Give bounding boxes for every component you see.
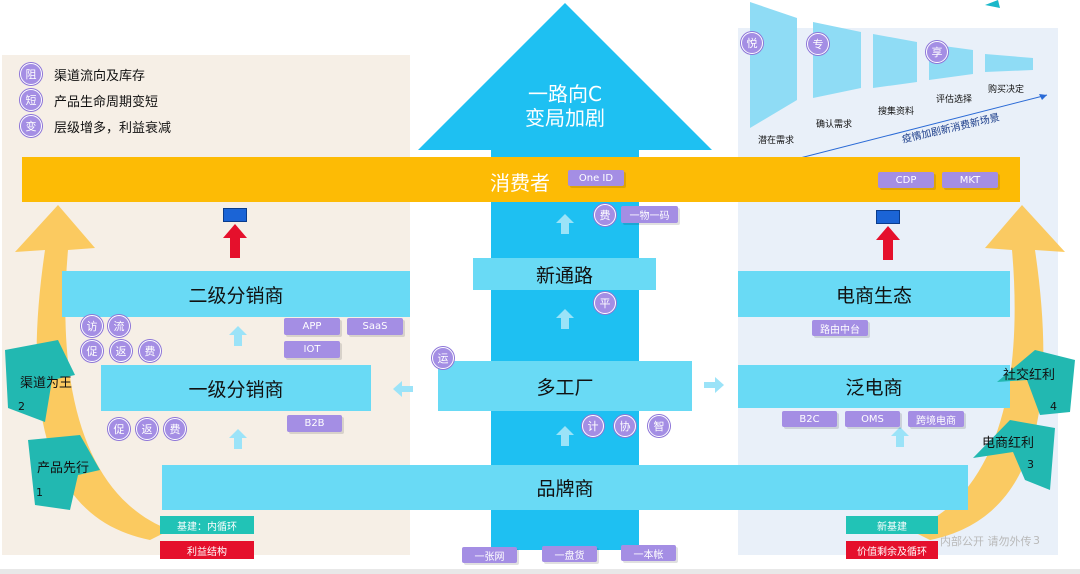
- factory-icon: 智: [648, 415, 670, 437]
- code-tag: 一物一码: [621, 206, 678, 223]
- main-arrow-line1: 一路向C: [528, 82, 602, 106]
- funnel-stage: 购买决定: [988, 85, 1025, 95]
- ecom-ecosystem-box: 电商生态: [738, 271, 1010, 317]
- right-up-arrow: [891, 427, 909, 447]
- app-tag: APP: [284, 318, 340, 335]
- funnel-stage: 评估选择: [936, 95, 973, 105]
- side-number: 1: [36, 486, 43, 499]
- center-up-arrow-2: [556, 309, 574, 329]
- left-blue-square: [223, 208, 247, 222]
- flow-icon: 流: [108, 315, 130, 337]
- infra-tag: 基建：内循环: [160, 516, 254, 534]
- side-label-social: 社交红利: [1003, 368, 1056, 383]
- side-label-channel: 渠道为王: [20, 376, 73, 391]
- value-tag: 价值剩余及循环: [846, 541, 938, 559]
- bottom-tag: 一本帐: [621, 545, 676, 561]
- factory-icon: 计: [582, 415, 604, 437]
- main-arrow-title: 一路向C 变局加剧: [491, 82, 639, 130]
- saas-tag: SaaS: [347, 318, 403, 335]
- visit-icon: 访: [81, 315, 103, 337]
- main-up-arrow: [418, 3, 712, 160]
- new-channel-box: 新通路: [473, 258, 656, 290]
- legend-text: 层级增多，利益衰减: [54, 120, 172, 136]
- yun-icon: 运: [432, 347, 454, 369]
- funnel-stage: 确认需求: [816, 120, 853, 130]
- legend-item: 变 层级增多，利益衰减: [20, 114, 171, 138]
- right-side-arrow: [704, 377, 724, 393]
- bottom-tag: 一张网: [462, 547, 517, 563]
- side-number: 4: [1050, 400, 1057, 413]
- one-id-tag: One ID: [568, 170, 624, 186]
- cdp-tag: CDP: [878, 172, 934, 188]
- funnel-icon: 享: [926, 41, 948, 63]
- funnel-icon: 专: [807, 33, 829, 55]
- oms-tag: OMS: [845, 411, 900, 427]
- crossborder-tag: 跨境电商: [908, 411, 964, 427]
- factory-box: 多工厂: [438, 361, 692, 411]
- rebate-icon: 返: [110, 340, 132, 362]
- fee-icon: 费: [164, 418, 186, 440]
- side-number: 2: [18, 400, 25, 413]
- right-blue-square: [876, 210, 900, 224]
- legend: 阻 渠道流向及库存 短 产品生命周期变短 变 层级增多，利益衰减: [20, 62, 171, 138]
- fei-icon: 费: [594, 204, 616, 226]
- consumer-bar: [22, 157, 1020, 202]
- corner-mark: [985, 0, 1000, 8]
- ping-icon: 平: [594, 292, 616, 314]
- second-distributor-box: 二级分销商: [62, 271, 410, 317]
- side-label-ecom: 电商红利: [982, 436, 1035, 451]
- center-up-arrow-3: [556, 426, 574, 446]
- watermark: 内部公开 请勿外传: [940, 535, 1032, 548]
- funnel-icon: 悦: [741, 32, 763, 54]
- funnel-stage: 潜在需求: [758, 136, 795, 146]
- promo-icon: 促: [108, 418, 130, 440]
- b2b-tag: B2B: [287, 415, 342, 432]
- mkt-tag: MKT: [942, 172, 998, 188]
- first-distributor-box: 一级分销商: [101, 365, 371, 411]
- rebate-icon: 返: [136, 418, 158, 440]
- legend-text: 渠道流向及库存: [54, 68, 146, 84]
- funnel-stage: 搜集资料: [878, 107, 915, 117]
- side-number: 3: [1027, 458, 1034, 471]
- left-red-arrow: [223, 224, 247, 258]
- right-red-arrow: [876, 226, 900, 260]
- factory-icon: 协: [614, 415, 636, 437]
- route-tag: 路由中台: [812, 320, 868, 336]
- fee-icon: 费: [139, 340, 161, 362]
- left-up-arrow-1: [229, 326, 247, 346]
- profit-tag: 利益结构: [160, 541, 254, 559]
- left-side-arrow: [393, 381, 413, 397]
- legend-icon: 变: [20, 115, 42, 137]
- left-up-arrow-2: [229, 429, 247, 449]
- center-up-arrow-1: [556, 214, 574, 234]
- consumer-label: 消费者: [490, 171, 550, 195]
- promo-icon: 促: [81, 340, 103, 362]
- main-arrow-line2: 变局加剧: [525, 106, 605, 130]
- legend-icon: 阻: [20, 63, 42, 85]
- legend-item: 短 产品生命周期变短: [20, 88, 171, 112]
- page-number: 3: [1033, 534, 1040, 547]
- pan-ecom-box: 泛电商: [738, 365, 1010, 408]
- left-chevrons: [5, 340, 100, 510]
- legend-text: 产品生命周期变短: [54, 94, 159, 110]
- side-label-product: 产品先行: [37, 461, 90, 476]
- b2c-tag: B2C: [782, 411, 837, 427]
- iot-tag: IOT: [284, 341, 340, 358]
- legend-item: 阻 渠道流向及库存: [20, 62, 171, 86]
- bottom-border: [0, 569, 1080, 574]
- legend-icon: 短: [20, 89, 42, 111]
- bottom-tag: 一盘货: [542, 546, 597, 562]
- new-infra-tag: 新基建: [846, 516, 938, 534]
- brand-box: 品牌商: [162, 465, 968, 510]
- right-chevrons: [973, 350, 1075, 490]
